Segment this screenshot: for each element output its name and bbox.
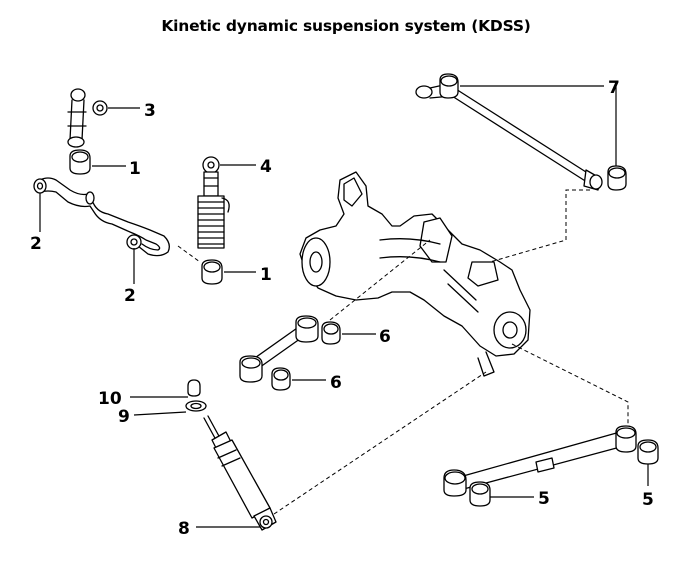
- stabilizer-link: [67, 88, 87, 148]
- callout-2-left: 2: [30, 234, 42, 254]
- bushing-7-right: [607, 165, 627, 191]
- lateral-rod: [239, 315, 319, 383]
- assembly-lines: [177, 189, 629, 515]
- callout-5-right: 5: [642, 490, 654, 510]
- callout-1-upper: 1: [129, 159, 141, 179]
- bushing-1-upper: [69, 149, 91, 175]
- bushing-5-left: [469, 481, 491, 507]
- shock-absorber: [185, 379, 277, 531]
- callout-6-lower: 6: [330, 373, 342, 393]
- kdss-cylinder: [197, 156, 230, 249]
- bushing-5-right: [637, 439, 659, 465]
- bushing-6-upper: [321, 321, 341, 345]
- upper-arm: [415, 83, 603, 191]
- callout-10: 10: [98, 389, 122, 409]
- axle-housing: [299, 171, 531, 377]
- callout-1-lower: 1: [260, 265, 272, 285]
- stabilizer-bar: [33, 177, 170, 257]
- callout-7: 7: [608, 78, 620, 98]
- callout-2-mid: 2: [124, 286, 136, 306]
- diagram-title: Kinetic dynamic suspension system (KDSS): [161, 17, 531, 35]
- callout-6-upper: 6: [379, 327, 391, 347]
- callout-3: 3: [144, 101, 156, 121]
- callout-9: 9: [118, 407, 130, 427]
- callout-5-left: 5: [538, 489, 550, 509]
- bushing-6-lower: [271, 367, 291, 391]
- bushing-1-lower: [201, 259, 223, 285]
- leader-lines: [39, 85, 649, 528]
- lower-arm: [443, 425, 637, 497]
- bushing-3: [92, 100, 108, 116]
- callout-8: 8: [178, 519, 190, 539]
- bushing-7-left: [439, 73, 459, 99]
- callout-4: 4: [260, 157, 272, 177]
